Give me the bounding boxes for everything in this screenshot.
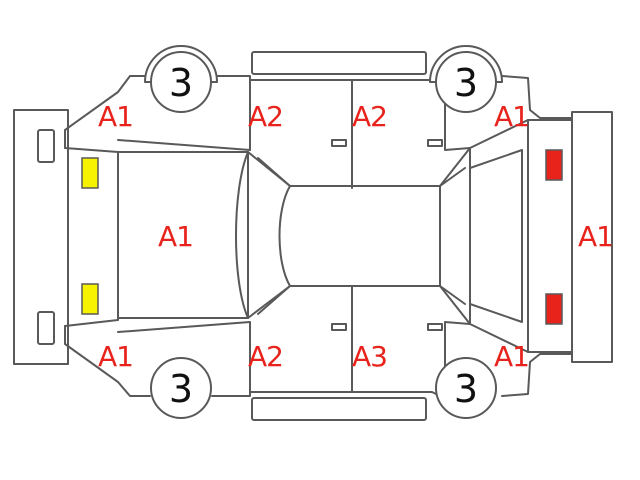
tire-front-right: 3 — [150, 357, 212, 419]
tire-number: 3 — [454, 367, 478, 411]
tire-number: 3 — [454, 61, 478, 105]
tire-number: 3 — [169, 367, 193, 411]
right-side-skirt — [251, 397, 427, 421]
damage-label-front-right-door: A2 — [248, 340, 283, 373]
door-handle-right-rear — [427, 323, 443, 331]
rear-window — [469, 149, 523, 323]
damage-label-hood: A1 — [158, 220, 193, 253]
tire-rear-right: 3 — [435, 357, 497, 419]
damage-label-rear-right-door: A3 — [352, 340, 387, 373]
rear-light-bottom — [545, 293, 563, 325]
damage-label-front-left-door: A2 — [248, 100, 283, 133]
front-bumper — [13, 109, 69, 365]
damage-label-rear-bumper: A1 — [578, 220, 613, 253]
damage-label-rear-right-quarter: A1 — [494, 340, 529, 373]
left-side-skirt — [251, 51, 427, 75]
door-handle-left-front — [331, 139, 347, 147]
car-body-outline — [64, 75, 573, 397]
damage-label-rear-left-door: A2 — [352, 100, 387, 133]
tire-front-left: 3 — [150, 51, 212, 113]
door-handle-right-front — [331, 323, 347, 331]
damage-label-front-left-fender: A1 — [98, 100, 133, 133]
door-handle-left-rear — [427, 139, 443, 147]
damage-label-rear-left-quarter: A1 — [494, 100, 529, 133]
front-light-top — [81, 157, 99, 189]
tire-rear-left: 3 — [435, 51, 497, 113]
tire-number: 3 — [169, 61, 193, 105]
rear-light-top — [545, 149, 563, 181]
damage-label-front-right-fender: A1 — [98, 340, 133, 373]
front-light-bottom — [81, 283, 99, 315]
